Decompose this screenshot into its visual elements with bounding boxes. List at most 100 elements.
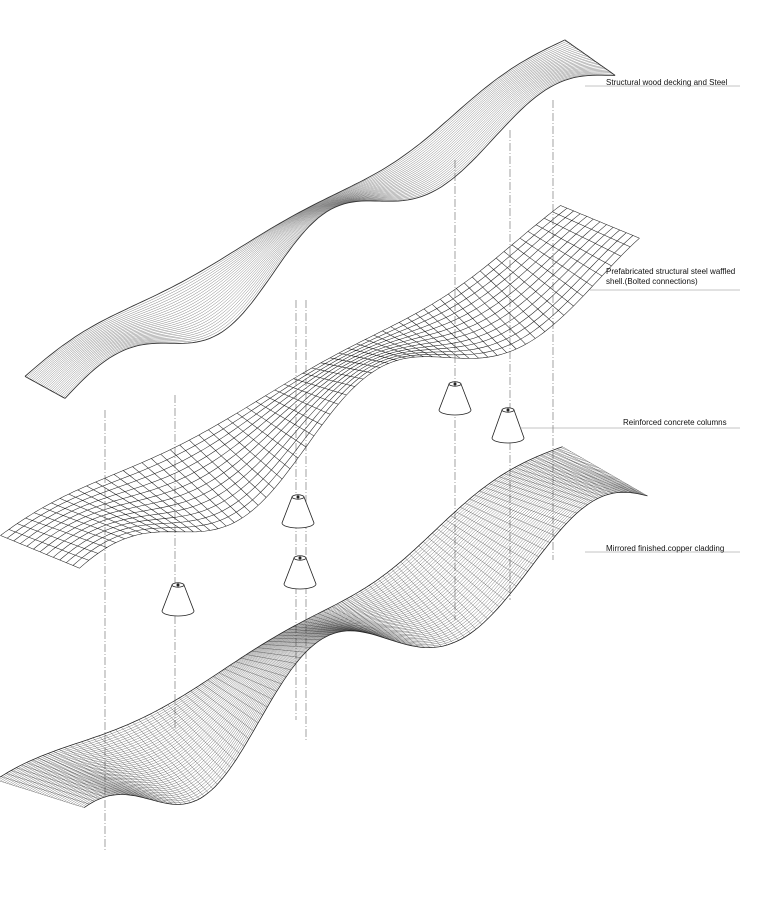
shell-transverse-rib (227, 418, 291, 470)
column-body (438, 383, 472, 416)
column-body (161, 584, 195, 617)
shell-transverse-rib (448, 293, 507, 353)
shell-transverse-rib (95, 481, 177, 533)
shell-transverse-rib (560, 205, 640, 239)
shell-transverse-rib (390, 326, 442, 358)
shell-transverse-rib (535, 224, 612, 267)
deck-contour-line (54, 65, 602, 393)
label-copper-cladding: Mirrored finished.copper cladding (606, 544, 725, 553)
cladding-panel-line (0, 449, 567, 782)
deck-contour-line (41, 54, 587, 386)
shell-transverse-rib (293, 378, 347, 396)
cladding-panel-joint (427, 537, 505, 601)
cladding-panel-joint (391, 568, 459, 641)
shell-transverse-rib (544, 217, 621, 257)
cladding-panel-joint (396, 565, 465, 638)
deck-contour-line (26, 41, 567, 378)
cladding-panel-joint (556, 448, 643, 495)
cladding-panel-joint (346, 598, 402, 644)
shell-transverse-rib (59, 498, 143, 535)
shell-transverse-rib (487, 264, 555, 325)
cladding-panel-line (0, 447, 565, 780)
cladding-panel-joint (262, 644, 311, 648)
cladding-panel-line (79, 490, 644, 807)
cladding-panel-joint (524, 462, 614, 494)
label-concrete-columns: Reinforced concrete columns (623, 418, 727, 427)
cladding-panel-joint (48, 753, 135, 796)
cladding-panel-joint (504, 473, 593, 502)
shell-transverse-rib (440, 299, 498, 356)
concrete-column (438, 381, 472, 416)
deck-contour-line (31, 45, 573, 380)
cladding-panel-joint (382, 575, 448, 646)
cladding-panel-joint (201, 683, 259, 724)
shell-transverse-rib (189, 439, 259, 506)
column-anchor-point (506, 408, 510, 412)
cladding-panel-joint (86, 739, 168, 804)
cladding-panel-line (2, 450, 569, 783)
column-body (283, 557, 317, 590)
shell-transverse-rib (217, 424, 283, 480)
shell-transverse-rib (519, 237, 593, 287)
cladding-panel-joint (551, 450, 638, 494)
deck-end-edge (564, 39, 616, 76)
shell-transverse-rib (311, 367, 364, 380)
column-anchor-point (453, 382, 457, 386)
cladding-panel-joint (355, 593, 413, 647)
cladding-panel-joint (322, 611, 374, 635)
cladding-panel-joint (293, 626, 342, 632)
shell-transverse-rib (329, 357, 381, 368)
deck-contour-line (46, 58, 592, 389)
shell-longitudinal-rib (72, 235, 634, 566)
cladding-panel-joint (303, 621, 352, 632)
cladding-panel-joint (11, 770, 100, 799)
cladding-panel-joint (288, 629, 337, 633)
concrete-column (491, 407, 525, 444)
shell-transverse-rib (356, 343, 407, 359)
wood-decking-layer (24, 39, 616, 399)
shell-transverse-rib (338, 352, 389, 364)
cladding-panel-joint (535, 457, 624, 493)
shell-transverse-rib (160, 453, 235, 523)
shell-transverse-rib (552, 211, 631, 248)
concrete-columns-layer (161, 381, 525, 617)
cladding-panel-joint (441, 524, 523, 580)
shell-transverse-rib (415, 313, 470, 359)
cladding-panel-joint (64, 747, 149, 800)
cladding-panel-joint (455, 511, 539, 557)
shell-transverse-rib (503, 251, 574, 307)
shell-transverse-rib (77, 489, 160, 533)
shell-longitudinal-rib (59, 229, 620, 561)
deck-contour-line (40, 53, 585, 385)
cladding-panel-joint (519, 464, 609, 495)
shell-transverse-rib (265, 395, 323, 426)
shell-transverse-rib (17, 523, 98, 554)
cladding-panel-joint (446, 519, 528, 572)
cladding-panel-joint (414, 549, 488, 620)
column-anchor-point (296, 495, 300, 499)
shell-transverse-rib (472, 276, 536, 339)
shell-transverse-rib (246, 407, 307, 448)
shell-transverse-rib (86, 485, 169, 532)
concrete-column (283, 555, 317, 590)
copper-cladding-layer (0, 446, 648, 808)
cladding-panel-joint (115, 729, 191, 803)
label-wood-decking: Structural wood decking and Steel (606, 78, 728, 87)
cladding-panel-joint (341, 601, 396, 642)
cladding-panel-joint (126, 724, 200, 800)
concrete-column (281, 494, 315, 529)
column-anchor-point (176, 583, 180, 587)
shell-transverse-rib (464, 282, 526, 345)
column-anchor-point (298, 556, 302, 560)
deck-contour-line (58, 69, 608, 396)
deck-contour-line (60, 71, 610, 396)
deck-end-edge (24, 376, 66, 399)
cladding-panel-joint (494, 480, 583, 509)
cladding-panel-joint (364, 588, 425, 648)
deck-contour-line (52, 64, 600, 392)
cladding-panel-joint (540, 454, 629, 493)
shell-transverse-rib (104, 477, 186, 533)
shell-transverse-rib (123, 470, 202, 532)
cladding-panel-joint (218, 672, 273, 700)
